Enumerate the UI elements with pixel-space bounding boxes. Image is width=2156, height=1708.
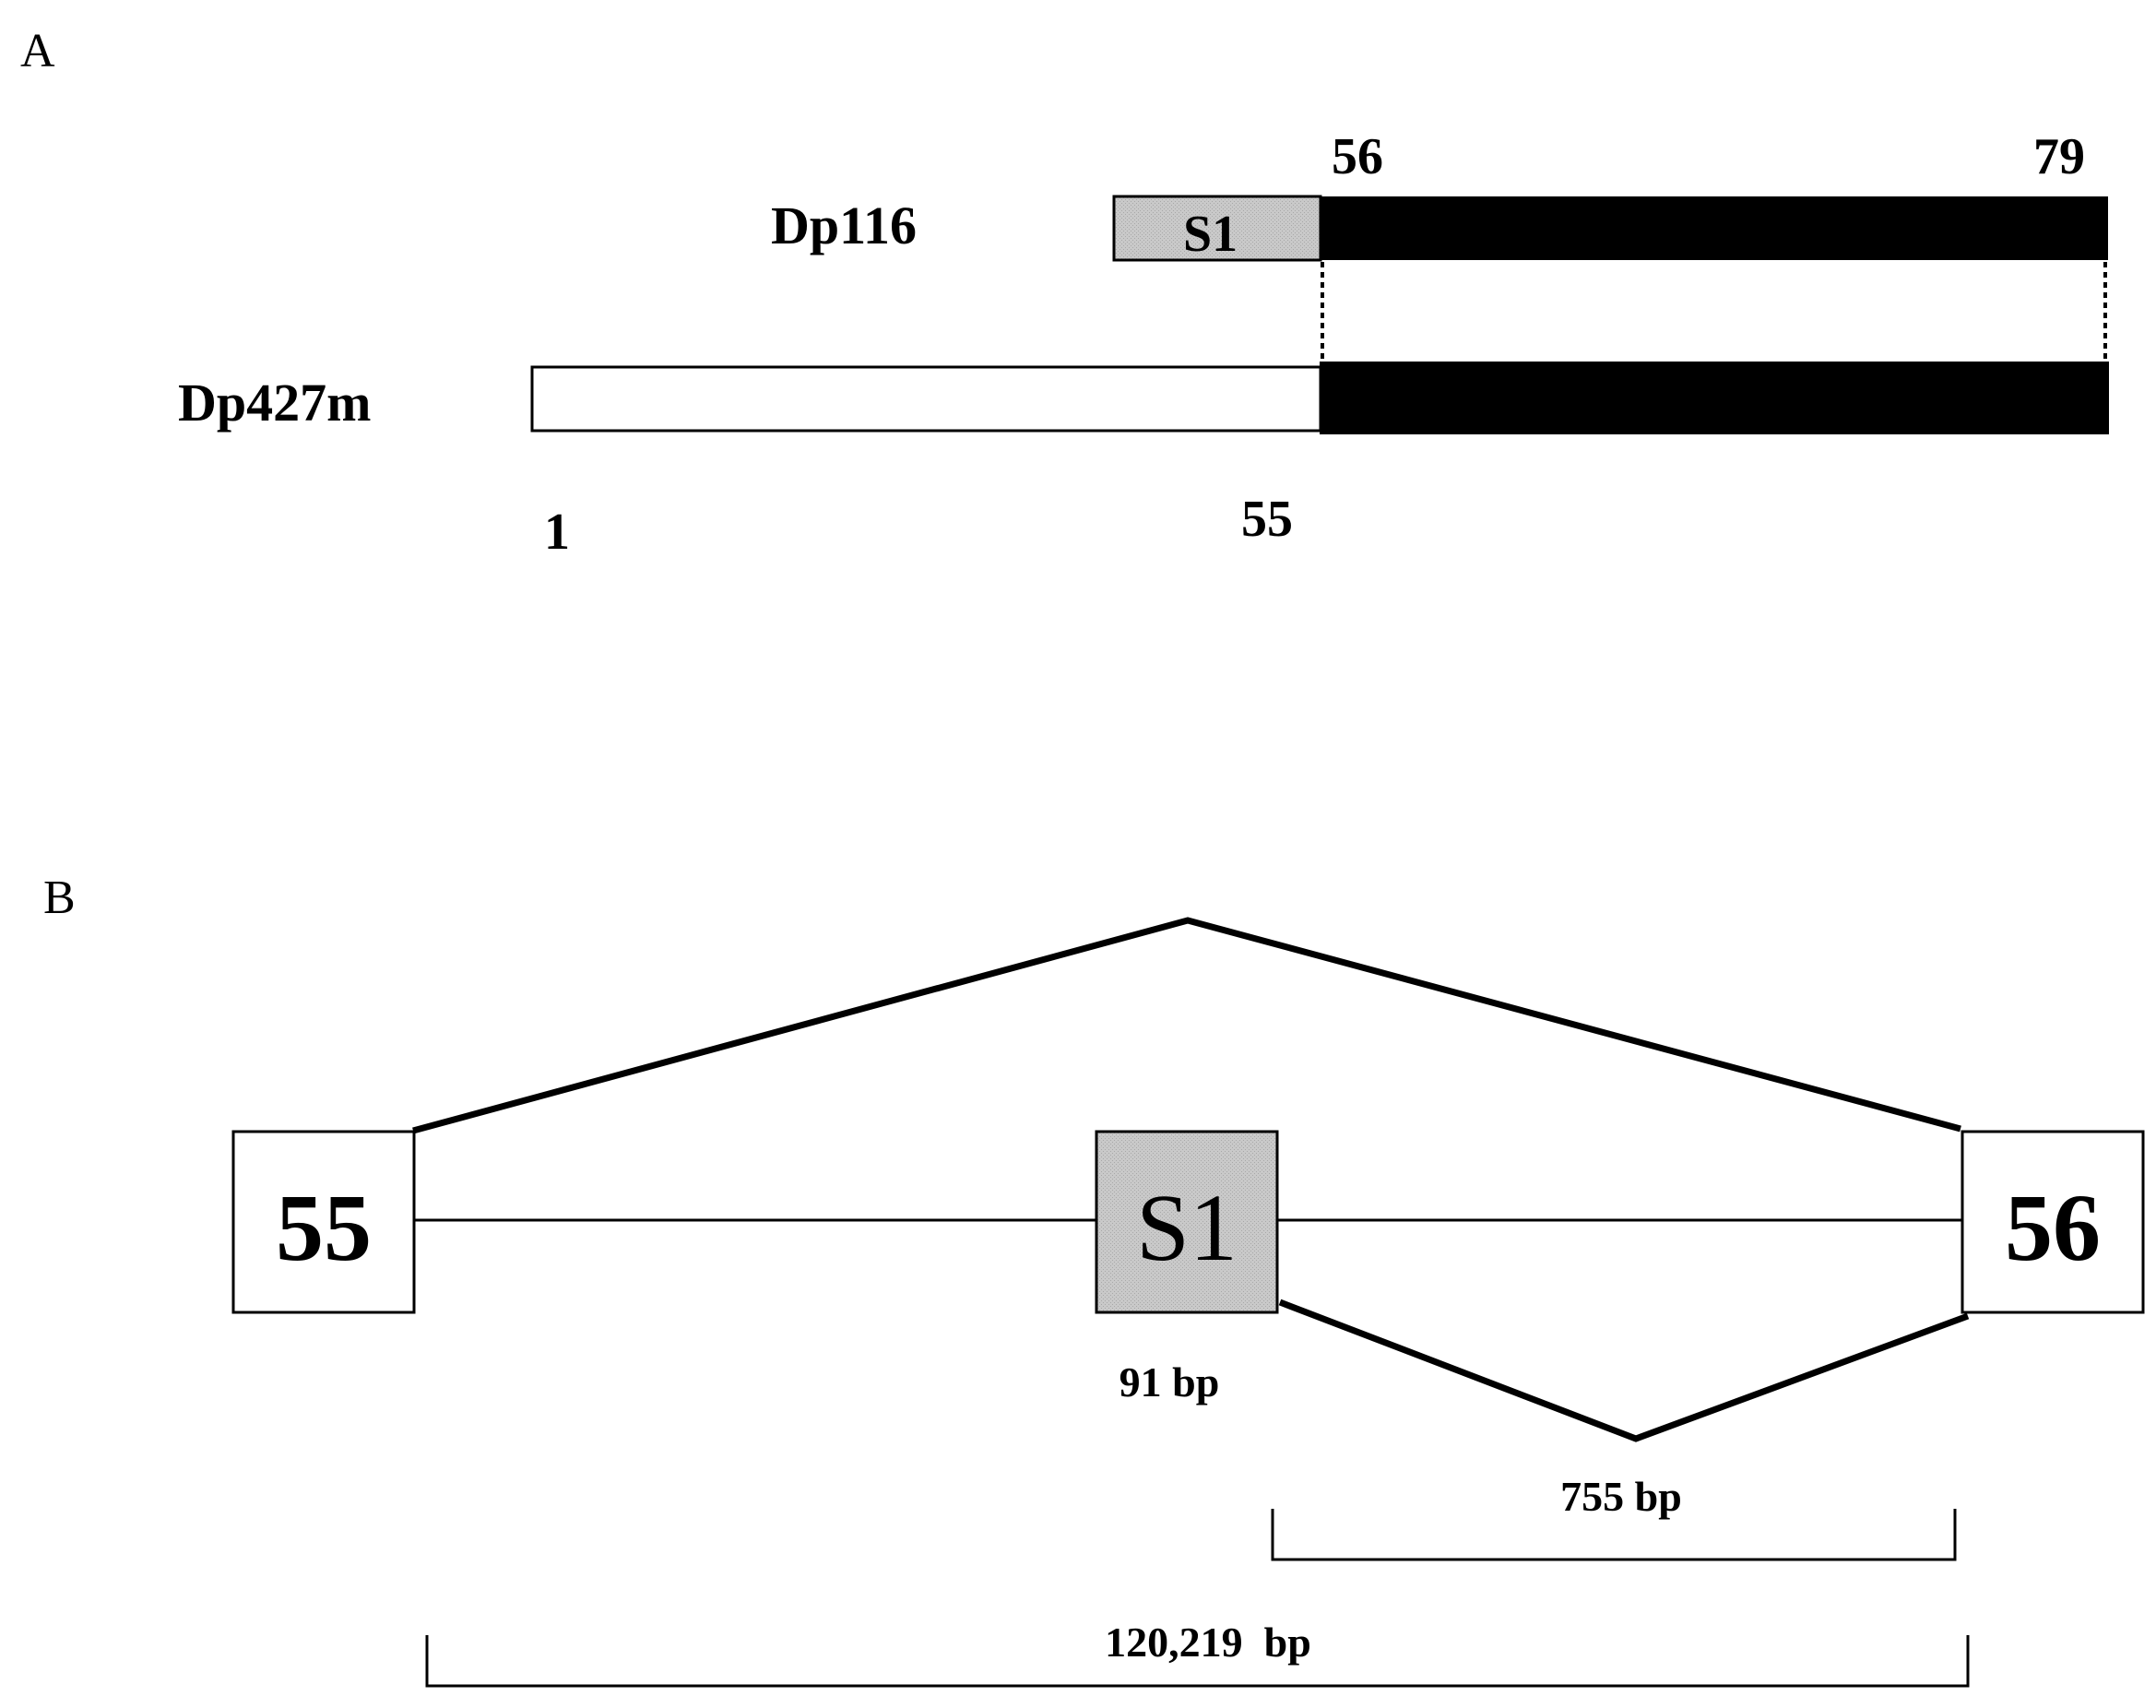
exon-s1-box [1095,1130,1279,1314]
splice-line-s1-to-56 [1278,1299,1970,1442]
bracket-55-to-56 [425,1635,1970,1688]
intron-55-56-size-label: 120,219 bp [1105,1619,1311,1666]
s1-size-label: 91 bp [1119,1358,1220,1406]
dp116-s1-label: S1 [1183,206,1238,263]
exon-55-number: 55 [1241,491,1293,548]
dp427m-label: Dp427m [178,373,371,433]
panel-b-label: B [43,872,76,924]
bracket-s1-to-56 [1271,1509,1957,1561]
panel-a: A 56 79 Dp116 S1 Dp427m 1 55 [20,25,2109,561]
exon-56-label: 56 [2005,1175,2101,1281]
intron-s1-56-size-label: 755 bp [1560,1473,1682,1520]
exon-56-box [1961,1130,2145,1314]
panel-b: B 55 S1 56 91 bp 755 bp 120,219 bp [43,872,2145,1688]
exon-56-number: 56 [1332,128,1383,185]
exon-1-number: 1 [544,504,570,561]
dp116-shared-segment [1321,196,2108,260]
exon-55-box [231,1130,416,1314]
dp116-s1-segment [1112,195,1322,262]
exon-s1-label: S1 [1136,1175,1238,1281]
dp116-label: Dp116 [771,196,917,255]
exon-55-label: 55 [276,1175,372,1281]
splice-line-55-to-56 [412,917,1961,1134]
panel-a-label: A [20,25,55,77]
dp427m-unique-segment [530,365,1322,433]
exon-79-number: 79 [2033,128,2085,185]
dp427m-shared-segment [1320,362,2109,434]
